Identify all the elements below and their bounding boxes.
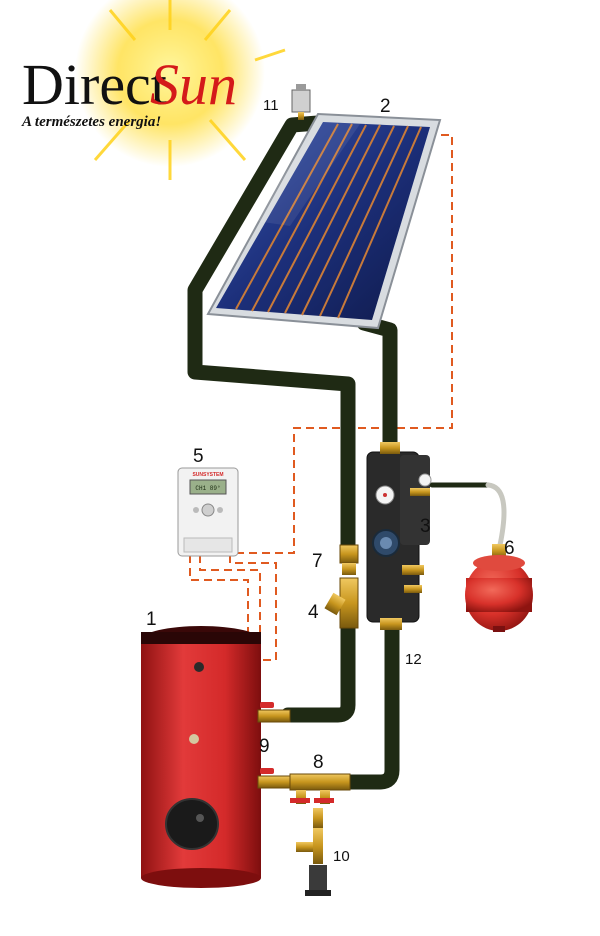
label-1: 1 xyxy=(146,609,157,630)
label-11: 11 xyxy=(263,97,279,114)
controller-brand: SUNSYSTEM xyxy=(192,472,223,478)
controller-display-text: CH1 89° xyxy=(195,485,220,492)
sun-rays xyxy=(93,0,286,180)
strainer xyxy=(324,577,359,629)
component-labels: 1 2 3 4 5 6 7 8 9 10 11 12 xyxy=(146,96,515,865)
label-7: 7 xyxy=(312,551,323,572)
ball-valve-upper xyxy=(257,702,291,723)
controller-button xyxy=(201,503,215,517)
pressure-gauge xyxy=(418,473,432,487)
label-6: 6 xyxy=(504,538,515,559)
return-pipe xyxy=(337,620,400,790)
tank xyxy=(141,626,261,888)
label-12: 12 xyxy=(405,651,422,668)
pump-station xyxy=(366,442,432,630)
tee-fitting xyxy=(289,773,351,804)
logo-brand-part1: Direct xyxy=(22,52,167,117)
label-10: 10 xyxy=(333,848,350,865)
label-4: 4 xyxy=(308,602,319,623)
label-9: 9 xyxy=(259,736,270,757)
drain-valve xyxy=(296,808,331,896)
sun-icon xyxy=(75,0,265,167)
logo-slogan: A természetes energia! xyxy=(21,114,161,130)
tank-upper-pipe xyxy=(280,620,356,723)
sensor-wiring xyxy=(189,134,453,661)
flex-hose xyxy=(485,482,507,548)
label-5: 5 xyxy=(193,446,204,467)
ball-valve-lower xyxy=(257,768,291,789)
air-vent xyxy=(291,84,311,120)
expansion-vessel xyxy=(465,544,533,632)
supply-pipe xyxy=(187,115,356,556)
controller-display xyxy=(189,479,227,495)
controller: SUNSYSTEM CH1 89° xyxy=(177,467,239,557)
tank-flange xyxy=(165,798,219,850)
solar-collector xyxy=(206,112,442,330)
label-8: 8 xyxy=(313,752,324,773)
collector-return-pipe xyxy=(356,315,398,458)
label-3: 3 xyxy=(420,516,431,537)
label-2: 2 xyxy=(380,96,391,117)
logo: Direct Sun A természetes energia! xyxy=(21,0,286,180)
fitting xyxy=(339,544,359,575)
logo-brand-part2: Sun xyxy=(150,52,237,117)
